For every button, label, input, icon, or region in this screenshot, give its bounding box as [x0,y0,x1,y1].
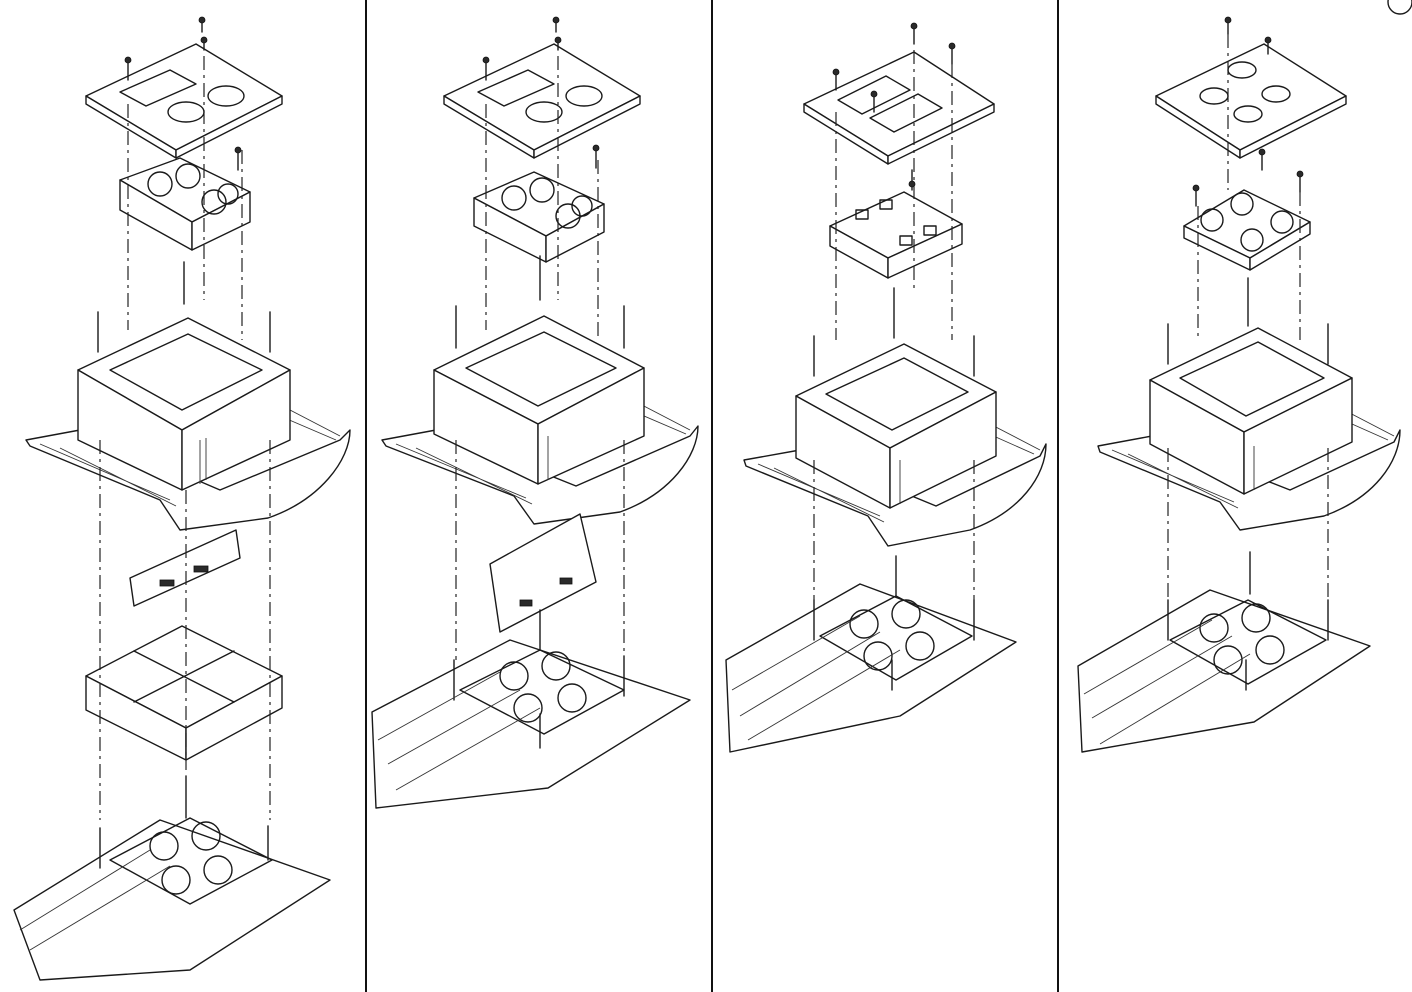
alignment-lines [99,56,271,820]
alignment-lines [1167,34,1329,600]
base-tray [1077,551,1371,753]
receptacle-device [119,146,251,251]
floor-box [381,315,699,525]
panel-4 [1077,16,1401,753]
panel-2 [371,16,699,809]
cradle-bracket [85,625,283,761]
circle-marker-icon [1387,0,1412,15]
alignment-lines [813,50,975,600]
floor-box [25,317,351,531]
panel-3 [725,22,1047,753]
cover-plate [1155,43,1347,159]
plate-screws [832,22,956,113]
base-tray [371,609,691,809]
alignment-lines [455,56,625,660]
plate-screws [482,16,562,81]
divider-plate [489,513,597,633]
plate-screws [1224,16,1272,55]
floor-box [1097,327,1401,531]
cover-plate [803,51,995,165]
panel-1 [13,16,351,981]
gfci-receptacle [829,169,963,279]
base-tray [725,555,1017,753]
receptacle-device [473,144,605,263]
floor-box [743,343,1047,547]
plate-screws [124,16,208,81]
cover-plate [443,43,641,159]
quad-receptacle [1183,148,1311,271]
cover-plate [85,43,283,159]
base-tray [13,775,331,981]
divider-plate [129,529,241,607]
